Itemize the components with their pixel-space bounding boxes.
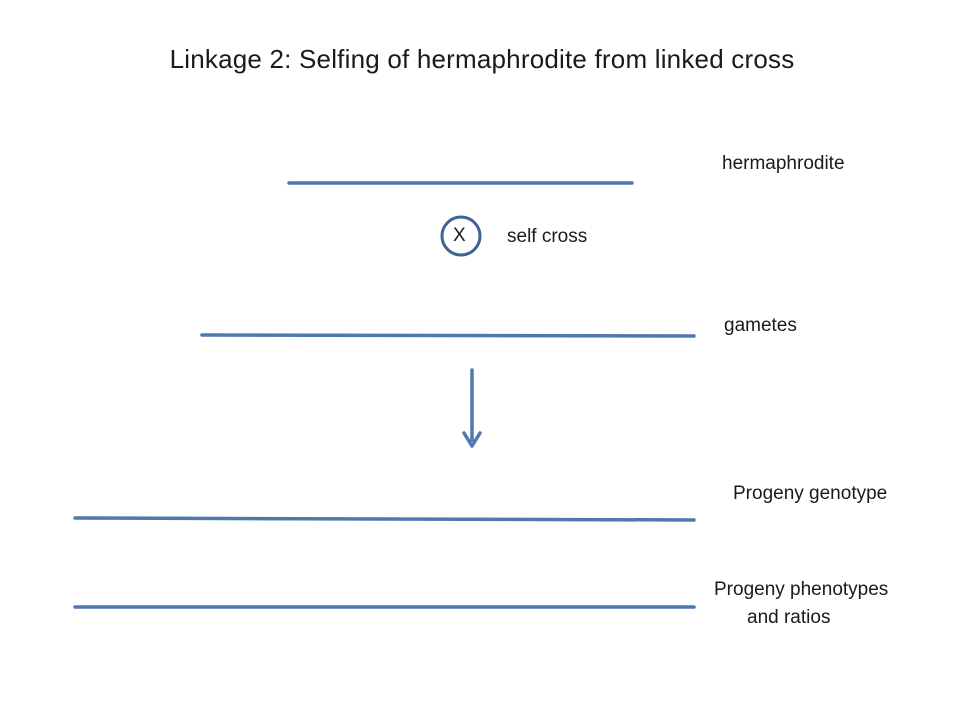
gametes-line [200,333,696,338]
slide-title-text: Linkage 2: Selfing of hermaphrodite from… [169,44,795,74]
self-cross-label: self cross [507,226,588,247]
gametes-label: gametes [724,315,797,336]
progeny-phenotypes-label: Progeny phenotypes [714,579,889,600]
down-arrow-icon [462,368,482,448]
progeny-genotype-label: Progeny genotype [733,483,888,504]
progeny-genotype-line [73,516,696,522]
cross-symbol: X [453,225,466,246]
circled-x-icon [440,215,482,257]
slide-title: Linkage 2: Selfing of hermaphrodite from… [0,44,960,75]
hermaphrodite-label: hermaphrodite [722,153,845,174]
progeny-ratios-label: and ratios [747,607,831,628]
